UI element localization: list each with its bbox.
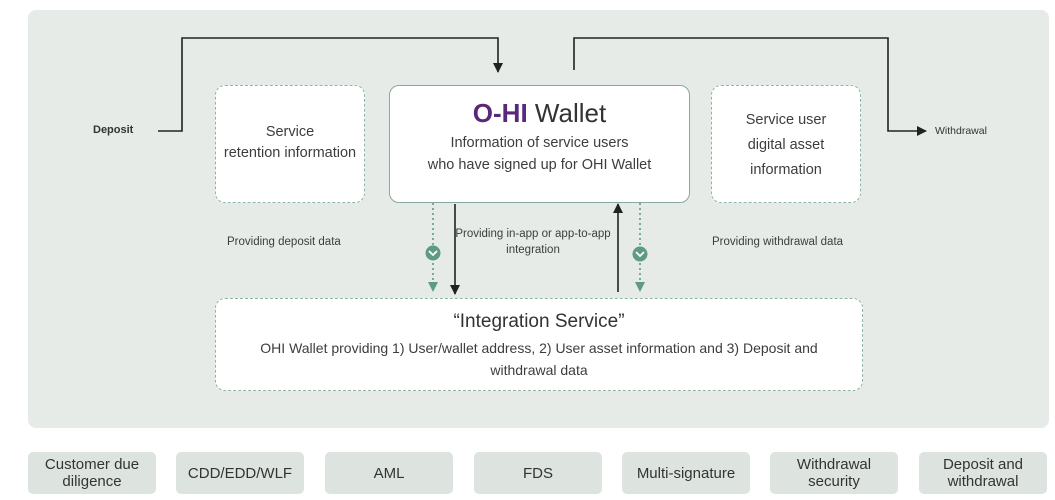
wallet-subtitle: Information of service users who have si…: [427, 135, 652, 173]
providing-inapp-label: Providing in-app or app-to-app integrati…: [455, 228, 611, 256]
feature-multi-signature: Multi-signature: [622, 452, 750, 494]
chevron-down-icon: [632, 246, 648, 262]
feature-aml: AML: [325, 452, 453, 494]
providing-deposit-label: Providing deposit data: [227, 236, 341, 248]
service-retention-text: Service retention information: [223, 124, 357, 161]
integration-title: “Integration Service”: [453, 311, 625, 332]
wallet-brand: O-HI: [472, 98, 528, 128]
integration-service-box: “Integration Service” OHI Wallet providi…: [215, 298, 863, 391]
deposit-flow-line: [158, 37, 503, 132]
service-user-asset-text: Service user digital asset information: [745, 112, 827, 178]
feature-fds: FDS: [474, 452, 602, 494]
wallet-title: O-HI Wallet: [390, 98, 689, 128]
deposit-label: Deposit: [93, 124, 134, 136]
feature-customer-due-diligence: Customer due diligence: [28, 452, 156, 494]
feature-withdrawal-security: Withdrawal security: [770, 452, 898, 494]
feature-cdd-edd-wlf: CDD/EDD/WLF: [176, 452, 304, 494]
integration-description: OHI Wallet providing 1) User/wallet addr…: [260, 340, 818, 378]
feature-deposit-and-withdrawal: Deposit and withdrawal: [919, 452, 1047, 494]
wallet-title-rest: Wallet: [527, 98, 607, 128]
withdrawal-label: Withdrawal: [935, 125, 987, 137]
service-user-asset-box: Service user digital asset information: [711, 85, 861, 203]
withdrawal-flow-line: [573, 37, 927, 136]
ohi-wallet-box: O-HI Wallet Information of service users…: [389, 85, 690, 203]
feature-bar: Customer due diligence CDD/EDD/WLF AML F…: [28, 452, 1049, 494]
service-retention-box: Service retention information: [215, 85, 365, 203]
chevron-down-icon: [425, 245, 441, 261]
providing-withdrawal-label: Providing withdrawal data: [712, 236, 844, 248]
